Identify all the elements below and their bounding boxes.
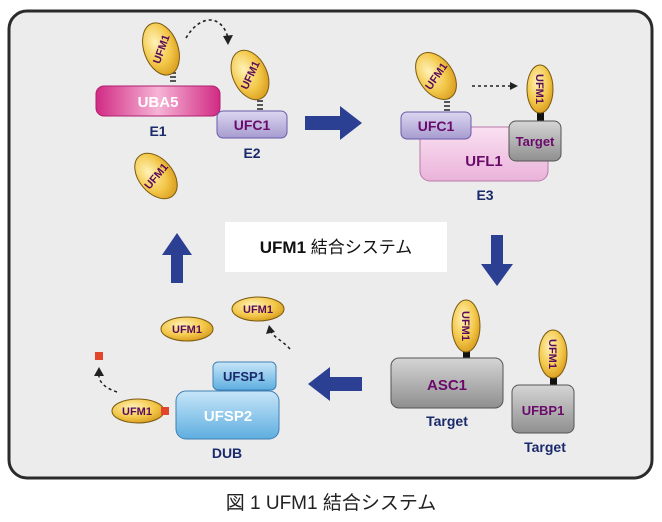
release-arrow-tag [94,367,118,393]
transfer-arrow-e1-e2 [185,19,233,45]
free-ufm1-left: UFM1 [134,152,178,200]
ufsp2-protein: UFSP2 [175,390,280,440]
svg-text:UFM1: UFM1 [243,304,273,316]
figure-caption: 図 1 UFM1 結合システム [226,492,437,514]
ufm1-on-ufc1-e3: UFM1 [415,52,457,112]
uba5-label: UBA5 [138,94,179,111]
ufm1-on-ufbp1: UFM1 [538,329,568,386]
release-arrow-ufm1 [266,325,291,350]
ufc1-e2-protein: UFC1 [216,110,288,139]
center-title-rest: 結合システム [306,238,412,257]
ufm1-on-e3-target: UFM1 [526,64,554,122]
free-ufm1-bottom-left: UFM1 [160,316,214,342]
target-label-asc1: Target [426,413,468,429]
target-e3: Target [508,120,562,162]
e3-label: E3 [476,187,493,203]
cycle-arrow-right [305,106,362,140]
asc1-label: ASC1 [427,377,467,394]
center-title-box: UFM1 結合システム [225,222,447,272]
target-label-e3: Target [516,134,555,149]
ufm1-on-ufc1-e2: UFM1 [230,49,270,110]
ufsp1-protein: UFSP1 [212,361,277,391]
uba5-protein: UBA5 [95,85,221,117]
cleaved-tag [95,352,103,360]
ufc1-e3-protein: UFC1 [400,111,472,140]
svg-text:UFM1: UFM1 [533,74,545,104]
ufm1-on-uba5: UFM1 [142,22,180,83]
ufc1-label-e2: UFC1 [234,117,271,133]
ufm1-on-asc1: UFM1 [451,299,481,359]
asc1-protein: ASC1 [390,357,504,409]
dub-label: DUB [212,445,242,461]
free-ufm1-bottom-right: UFM1 [231,296,285,322]
target-label-ufbp1: Target [524,439,566,455]
ufc1-label-e3: UFC1 [418,118,455,134]
ufm1-with-tag: UFM1 [111,398,169,424]
ufbp1-label: UFBP1 [522,403,565,418]
cycle-arrow-down [481,235,513,286]
center-title-bold: UFM1 [260,238,306,257]
cycle-arrow-up [162,233,192,283]
svg-text:UFM1 結合システム: UFM1 結合システム [260,238,413,257]
ufsp2-label: UFSP2 [204,408,252,425]
svg-text:UFM1: UFM1 [172,324,202,336]
cycle-arrow-left [308,367,362,401]
ufl1-label: UFL1 [465,153,503,170]
svg-text:UFM1: UFM1 [459,311,471,341]
e1-label: E1 [149,123,166,139]
ufsp1-label: UFSP1 [223,369,265,384]
svg-text:UFM1: UFM1 [122,406,152,418]
transfer-arrow-e3-target [472,82,518,90]
e2-label: E2 [243,145,260,161]
ufbp1-protein: UFBP1 [511,384,575,434]
svg-text:UFM1: UFM1 [546,339,558,369]
